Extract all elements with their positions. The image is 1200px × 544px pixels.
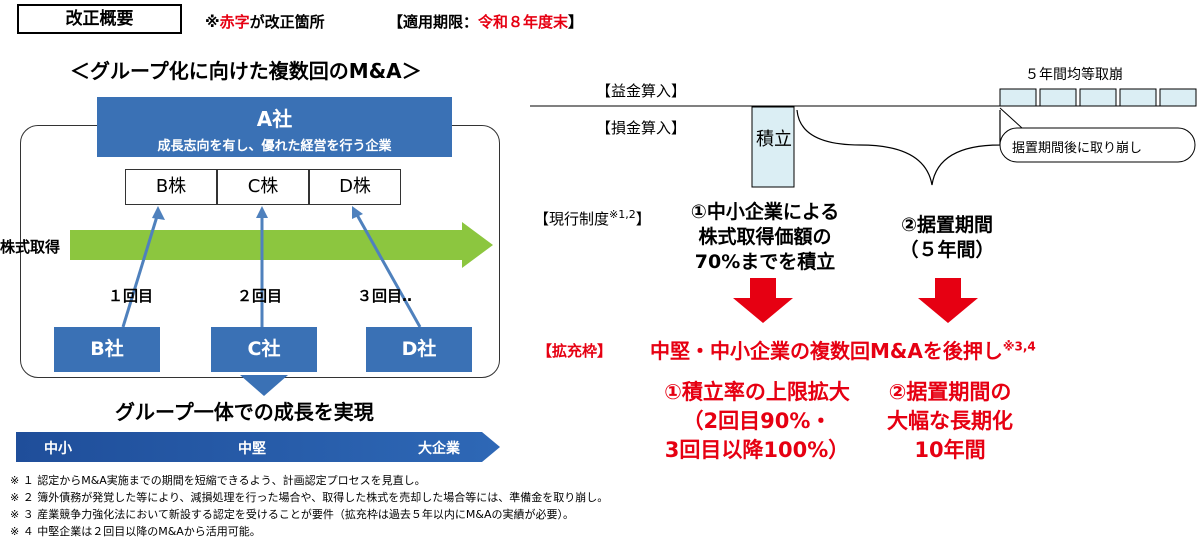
mna-title: ＜グループ化に向けた複数回のM&A＞ bbox=[70, 59, 422, 83]
d-up-arrow bbox=[354, 212, 422, 328]
company-a-box: A社 成長志向を有し、優れた経営を行う企業 bbox=[97, 97, 452, 157]
round-3: ３回目‥ bbox=[357, 287, 413, 305]
expansion-label: 【拡充枠】 bbox=[537, 342, 613, 360]
company-a-label: A社 bbox=[256, 107, 293, 131]
expansion-item-1: ①積立率の上限拡大 （2回目90%・ 3回目以降100%） bbox=[664, 380, 850, 462]
company-b-box: B社 bbox=[54, 327, 160, 372]
overview-label: 改正概要 bbox=[17, 4, 182, 34]
red-text-note: ※赤字が改正箇所 bbox=[205, 13, 325, 31]
red-arrow-2 bbox=[918, 278, 978, 323]
current-system-label: 【現行制度※1,2】 bbox=[534, 208, 651, 228]
stock-c: C株 bbox=[217, 169, 309, 205]
stock-acquisition-arrow bbox=[70, 222, 493, 268]
stock-b: B株 bbox=[125, 169, 217, 205]
scale-large: 大企業 bbox=[418, 441, 460, 457]
applicable-period: 【適用期限：令和８年度末】 bbox=[388, 13, 584, 31]
footnote-4: ※ ４ 中堅企業は２回目以降のM&Aから活用可能。 bbox=[10, 525, 261, 538]
company-a-desc: 成長志向を有し、優れた経営を行う企業 bbox=[157, 139, 392, 154]
reserve-box bbox=[751, 106, 795, 188]
callout-box bbox=[999, 127, 1196, 163]
loss-label: 【損金算入】 bbox=[596, 119, 687, 137]
scale-mid: 中堅 bbox=[238, 441, 266, 457]
footnote-1: ※ １ 認定からM&A実施までの期間を短縮できるよう、計画認定プロセスを見直し。 bbox=[10, 474, 426, 487]
scale-arrow bbox=[16, 432, 500, 462]
round-2: ２回目 bbox=[237, 287, 283, 305]
current-item-1: ①中小企業による 株式取得価額の 70%までを積立 bbox=[690, 201, 840, 273]
red-arrow-1 bbox=[733, 278, 793, 323]
gain-label: 【益金算入】 bbox=[596, 82, 687, 100]
deferral-brace bbox=[796, 109, 1001, 186]
reserve-label: 積立 bbox=[756, 129, 792, 150]
footnote-2: ※ ２ 簿外債務が発覚した等により、減損処理を行った場合や、取得した株式を売却し… bbox=[10, 491, 609, 504]
expansion-item-2: ②据置期間の 大幅な長期化 10年間 bbox=[887, 380, 1013, 462]
company-c-box: C社 bbox=[211, 327, 317, 372]
round-1: １回目 bbox=[108, 287, 154, 305]
stock-acquisition-label: 株式取得 bbox=[0, 238, 61, 256]
current-item-2: ②据置期間 （５年間） bbox=[899, 214, 995, 261]
expansion-title: 中堅・中小企業の複数回M&Aを後押し※3,4 bbox=[650, 339, 1036, 363]
growth-title: グループ一体での成長を実現 bbox=[115, 400, 374, 424]
footnote-3: ※ ３ 産業競争力強化法において新設する認定を受けることが要件（拡充枠は過去５年… bbox=[10, 508, 574, 521]
down-triangle bbox=[240, 375, 288, 396]
callout-text: 据置期間後に取り崩し bbox=[1012, 141, 1143, 156]
equal-drawdown-label: ５年間均等取崩 bbox=[1025, 67, 1123, 83]
company-d-box: D社 bbox=[366, 327, 472, 372]
stock-d: D株 bbox=[309, 169, 401, 205]
b-up-arrow bbox=[121, 212, 160, 328]
scale-small: 中小 bbox=[44, 441, 72, 457]
